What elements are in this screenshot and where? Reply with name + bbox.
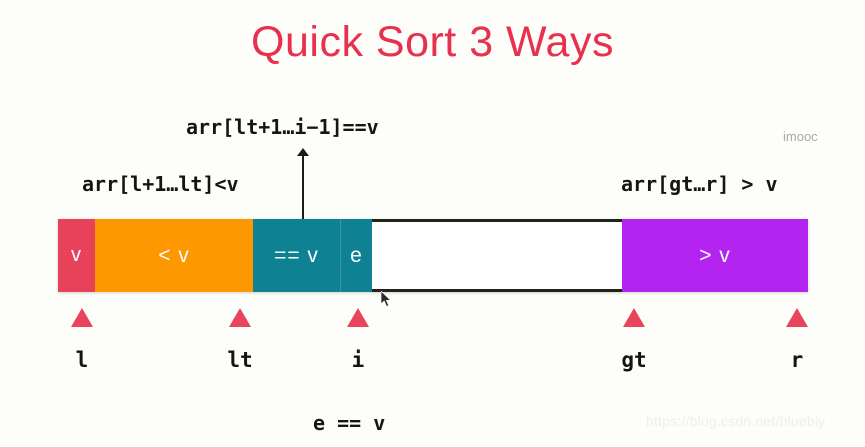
url-watermark: https://blog.csdn.net/bluebiy [646,413,826,429]
marker-label-l: l [75,348,89,372]
array-segment-equal-to-v: == v [253,219,340,292]
array-segment-current-element: e [340,219,372,292]
marker-triangle-icon-l [71,308,93,327]
marker-label-i: i [351,348,365,372]
annotation-equal-region: arr[lt+1…i−1]==v [186,115,379,139]
bottom-caption: e == v [313,411,386,435]
marker-label-r: r [790,348,804,372]
marker-label-lt: lt [227,348,253,372]
array-segment-pivot: v [58,219,95,292]
marker-triangle-icon-i [347,308,369,327]
marker-label-gt: gt [621,348,647,372]
marker-triangle-icon-lt [229,308,251,327]
annotation-less-region: arr[l+1…lt]<v [82,172,239,196]
marker-triangle-icon-gt [623,308,645,327]
annotation-greater-region: arr[gt…r] > v [621,172,778,196]
marker-triangle-icon-r [786,308,808,327]
mouse-cursor-icon [381,291,392,307]
array-segment-less-than-v: < v [95,219,253,292]
array-segment-greater-than-v: > v [622,219,808,292]
page-title: Quick Sort 3 Ways [251,18,614,66]
array-segment-unknown-region [372,219,622,292]
annotation-arrow-line [302,152,304,220]
brand-watermark: imooc [783,129,818,144]
array-bar: v < v == v e > v [58,219,808,292]
